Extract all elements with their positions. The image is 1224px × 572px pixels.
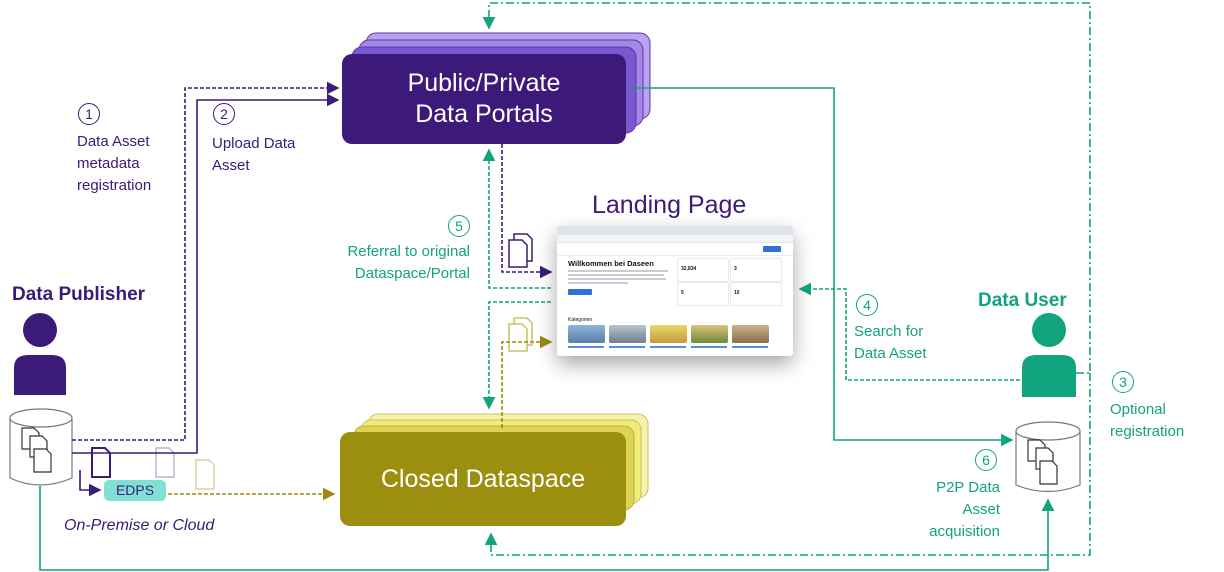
step-5-number: 5 bbox=[448, 215, 470, 237]
arrow-closed-to-landing bbox=[501, 335, 553, 428]
stat-value: 5 bbox=[681, 290, 684, 296]
step-2-number: 2 bbox=[213, 103, 235, 125]
arrow-to-edps bbox=[79, 470, 102, 497]
edps-box bbox=[104, 480, 166, 501]
closed-dataspace-box bbox=[340, 413, 649, 526]
arrow-search bbox=[798, 282, 1020, 381]
user-person-icon bbox=[1022, 313, 1076, 397]
arrow-portal-to-landing bbox=[501, 144, 553, 279]
premise-label: On-Premise or Cloud bbox=[64, 517, 215, 534]
arrow-publisher-to-user bbox=[39, 486, 1055, 571]
stat-value: 10 bbox=[734, 290, 740, 296]
step-4-number: 4 bbox=[856, 294, 878, 316]
publisher-database-icon bbox=[9, 408, 73, 486]
publisher-label: Data Publisher bbox=[12, 284, 146, 305]
arrow-p2p-acquisition bbox=[632, 87, 1014, 447]
arrow-referral-to-closed bbox=[482, 301, 551, 410]
landing-page-screenshot: Willkommen bei Daseen 32,834 3 5 10 Kate… bbox=[557, 226, 793, 356]
closed-dataspace-title: Closed Dataspace bbox=[380, 464, 586, 493]
arrow-referral-to-portals bbox=[482, 148, 551, 289]
step-1-number: 1 bbox=[78, 103, 100, 125]
arrow-registration-to-portals bbox=[482, 2, 1091, 374]
step-1-label: Data Asset metadata registration bbox=[77, 133, 152, 194]
user-database-icon bbox=[1015, 421, 1081, 493]
edps-label: EDPS bbox=[115, 482, 155, 498]
publisher-person-icon bbox=[14, 313, 66, 395]
categories-label: Kategorien bbox=[568, 317, 593, 323]
landing-page-title: Landing Page bbox=[592, 191, 747, 219]
arrow-registration-to-closed bbox=[484, 373, 1091, 556]
step-3-number: 3 bbox=[1112, 371, 1134, 393]
stat-value: 32,834 bbox=[681, 266, 697, 272]
document-icon bbox=[508, 239, 528, 268]
document-icon bbox=[195, 459, 215, 490]
step-2-label: Upload Data Asset bbox=[212, 135, 296, 174]
user-label: Data User bbox=[978, 290, 1067, 311]
step-6-label: P2P Data Asset acquisition bbox=[929, 479, 1000, 540]
step-4-label: Search for Data Asset bbox=[854, 323, 927, 362]
document-icon bbox=[155, 447, 175, 478]
step-5-label: Referral to original Dataspace/Portal bbox=[347, 243, 470, 282]
landing-heading: Willkommen bei Daseen bbox=[568, 259, 654, 268]
document-icon bbox=[91, 447, 111, 478]
arrow-metadata-registration bbox=[72, 81, 340, 441]
step-3-label: Optional registration bbox=[1110, 401, 1185, 440]
stat-value: 3 bbox=[734, 266, 737, 272]
step-6-number: 6 bbox=[975, 449, 997, 471]
document-icon bbox=[508, 323, 528, 352]
portals-title: Public/Private Data Portals bbox=[407, 69, 561, 128]
arrow-upload bbox=[72, 93, 340, 454]
portals-box bbox=[342, 32, 651, 144]
